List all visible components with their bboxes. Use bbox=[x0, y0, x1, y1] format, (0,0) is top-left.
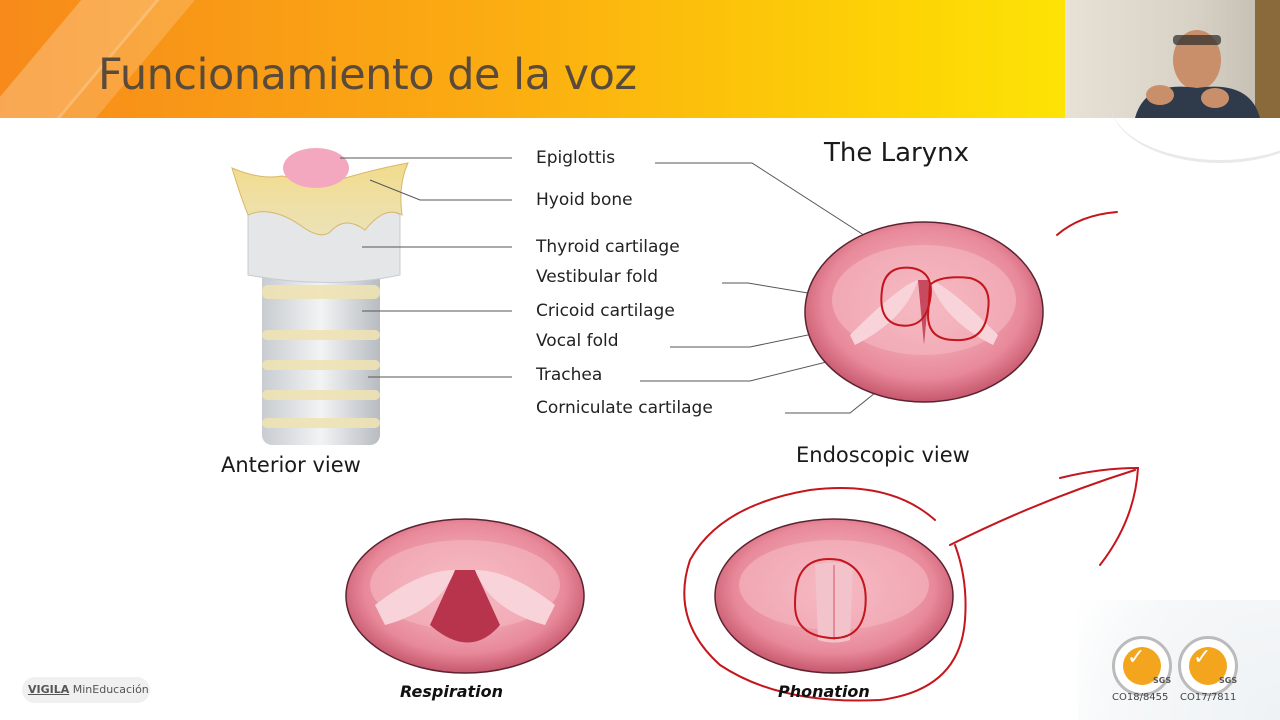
certification-code: CO18/8455 bbox=[1112, 692, 1169, 703]
endoscopic-view-illustration bbox=[804, 221, 1044, 403]
slide-header bbox=[0, 0, 1065, 118]
certification-badge: ✓ bbox=[1112, 636, 1172, 696]
pen-annotations bbox=[683, 211, 1140, 702]
footer-brand: VIGILA bbox=[28, 683, 70, 696]
label-cricoid-cartilage: Cricoid cartilage bbox=[536, 301, 675, 321]
anterior-view-caption: Anterior view bbox=[221, 453, 361, 477]
certification-code: CO17/7811 bbox=[1180, 692, 1237, 703]
label-hyoid-bone: Hyoid bone bbox=[536, 190, 633, 210]
respiration-caption: Respiration bbox=[400, 682, 504, 701]
slide-title: Funcionamiento de la voz bbox=[98, 50, 637, 100]
label-vestibular-fold: Vestibular fold bbox=[536, 267, 659, 287]
larynx-heading: The Larynx bbox=[824, 138, 969, 168]
label-corniculate-cartilage: Corniculate cartilage bbox=[536, 398, 713, 418]
phonation-illustration bbox=[714, 518, 954, 674]
anterior-larynx-illustration bbox=[231, 148, 409, 445]
certification-sgs: SGS bbox=[1153, 676, 1172, 685]
endoscopic-view-caption: Endoscopic view bbox=[796, 443, 970, 467]
certification-badge: ✓ bbox=[1178, 636, 1238, 696]
check-icon: ✓ bbox=[1193, 645, 1212, 670]
certification-area: ✓ SGS CO18/8455 ✓ SGS CO17/7811 bbox=[1078, 600, 1280, 720]
label-vocal-fold: Vocal fold bbox=[536, 331, 619, 351]
label-epiglottis: Epiglottis bbox=[536, 148, 616, 168]
label-thyroid-cartilage: Thyroid cartilage bbox=[536, 237, 680, 257]
phonation-caption: Phonation bbox=[778, 682, 870, 701]
footer-ministry: MinEducación bbox=[72, 683, 149, 696]
footer-logo: VIGILA MinEducación bbox=[22, 677, 150, 703]
check-icon: ✓ bbox=[1127, 645, 1146, 670]
respiration-illustration bbox=[345, 518, 585, 674]
certification-sgs: SGS bbox=[1219, 676, 1238, 685]
label-trachea: Trachea bbox=[536, 365, 603, 385]
decorative-arc bbox=[1110, 40, 1280, 163]
